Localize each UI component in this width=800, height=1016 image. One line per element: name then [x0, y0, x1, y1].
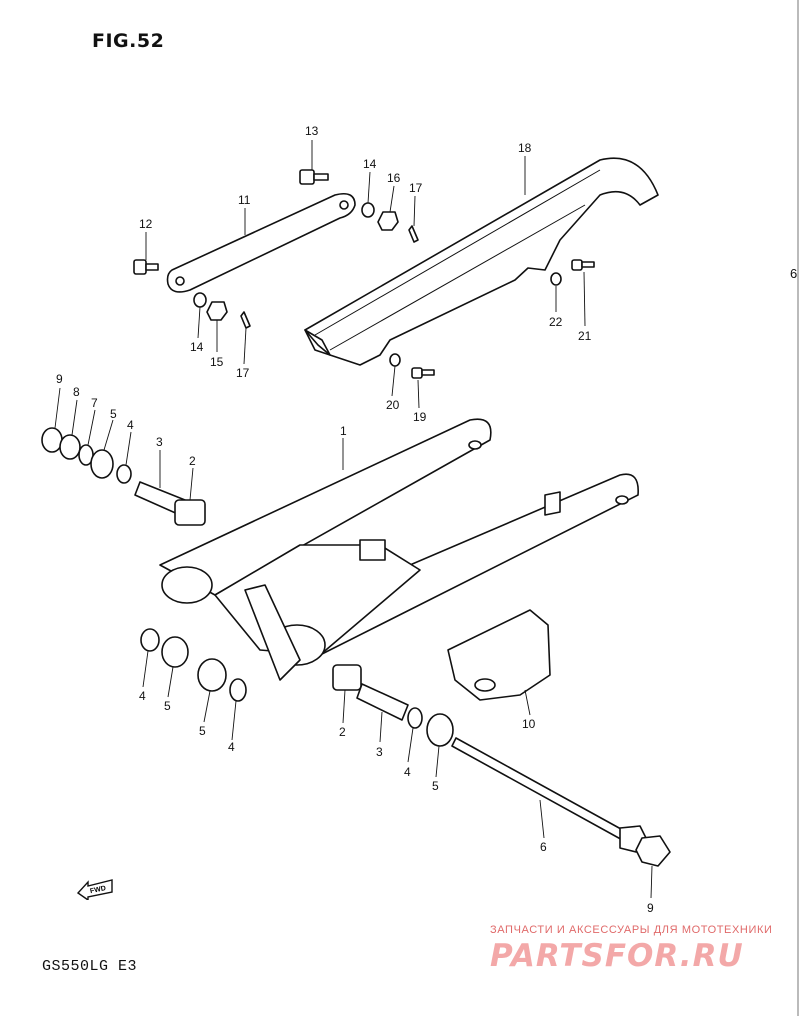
nut-part-15 [206, 301, 228, 321]
fwd-arrow-icon: FWD [76, 879, 113, 900]
callout-5-lower-mid: 5 [199, 724, 206, 738]
callout-5-lower-left: 5 [164, 699, 171, 713]
callout-10: 10 [522, 717, 536, 731]
bolt-part-21 [571, 259, 595, 271]
watermark-logo: PARTSFOR.RU [490, 938, 744, 974]
callout-2-right: 2 [339, 725, 346, 739]
callout-13: 13 [305, 124, 319, 138]
washer-part-14-lower [193, 292, 207, 308]
callout-1: 1 [340, 424, 347, 438]
swing-arm-part-1 [159, 418, 639, 681]
callout-5-right: 5 [432, 779, 439, 793]
bushing-set-left [41, 427, 206, 526]
callout-14-top: 14 [363, 157, 377, 171]
washer-part-22 [550, 272, 562, 286]
bolt-part-19 [411, 367, 435, 379]
callout-9-left: 9 [56, 372, 63, 386]
callout-17-top: 17 [409, 181, 423, 195]
torque-link-part-11 [166, 192, 356, 293]
bolt-part-12 [133, 259, 159, 275]
callout-4-lower-mid: 4 [228, 740, 235, 754]
callout-3-right: 3 [376, 745, 383, 759]
callout-4-lower-left: 4 [139, 689, 146, 703]
washer-part-14-top [361, 202, 375, 218]
leader-lines [54, 140, 653, 899]
washer-part-20 [389, 353, 401, 367]
callout-9-right: 9 [647, 901, 654, 915]
callout-4-left: 4 [127, 418, 134, 432]
callout-labels: 13 14 16 17 18 11 12 14 15 17 22 21 20 1… [56, 124, 654, 915]
chain-case-part-18 [304, 157, 659, 366]
callout-16: 16 [387, 171, 401, 185]
callout-2-left: 2 [189, 454, 196, 468]
fwd-label: FWD [90, 885, 107, 895]
callout-3-left: 3 [156, 435, 163, 449]
cotter-pin-part-17-lower [240, 311, 251, 329]
watermark-tagline: ЗАПЧАСТИ И АКСЕССУАРЫ ДЛЯ МОТОТЕХНИКИ [490, 924, 773, 936]
callout-21: 21 [578, 329, 592, 343]
callout-6: 6 [540, 840, 547, 854]
figure-title: FIG.52 [92, 30, 165, 52]
callout-18: 18 [518, 141, 532, 155]
nut-part-16 [377, 211, 399, 231]
cotter-pin-part-17-top [408, 225, 419, 243]
chain-guard-part-10 [447, 609, 551, 701]
bolt-part-13 [299, 169, 329, 185]
bushing-set-right [332, 664, 454, 747]
model-code: GS550LG E3 [42, 958, 138, 975]
pivot-shaft-part-6 [451, 737, 671, 867]
callout-5-left: 5 [110, 407, 117, 421]
callout-8: 8 [73, 385, 80, 399]
seal-set-lower-left [140, 628, 247, 702]
callout-20: 20 [386, 398, 400, 412]
callout-15: 15 [210, 355, 224, 369]
callout-11: 11 [238, 193, 251, 207]
callout-12: 12 [139, 217, 153, 231]
callout-17-lower: 17 [236, 366, 250, 380]
callout-4-right: 4 [404, 765, 411, 779]
callout-7: 7 [91, 396, 98, 410]
edge-page-mark: 6 [790, 266, 798, 281]
callout-14-lower: 14 [190, 340, 204, 354]
callout-22: 22 [549, 315, 563, 329]
callout-19: 19 [413, 410, 427, 424]
